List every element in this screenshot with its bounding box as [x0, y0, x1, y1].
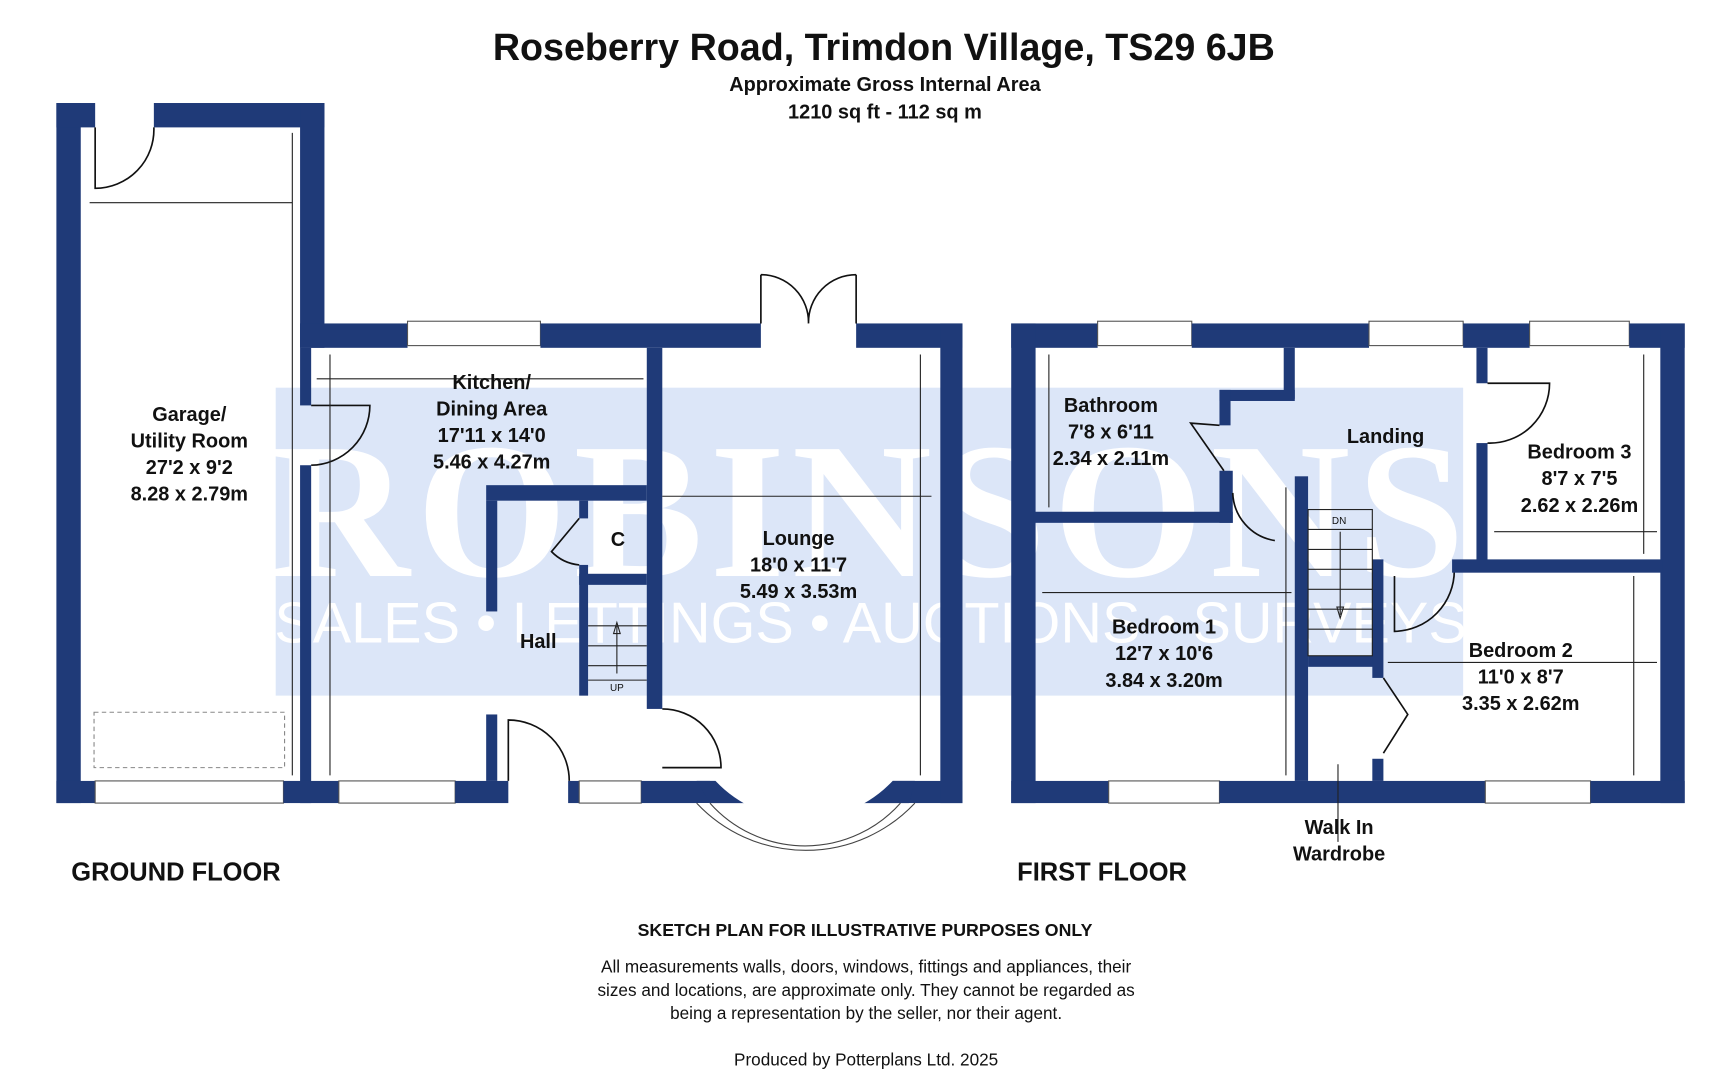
- garage-door-icon: [94, 127, 155, 190]
- area-value: 1210 sq ft - 112 sq m: [788, 102, 982, 124]
- bedroom1-door-icon: [1231, 492, 1275, 542]
- room-garage: Garage/ Utility Room 27'2 x 9'2 8.28 x 2…: [131, 404, 248, 506]
- first-floor-label: FIRST FLOOR: [1017, 859, 1187, 887]
- svg-text:Bedroom 2: Bedroom 2: [1469, 640, 1573, 662]
- stairs-icon: [1307, 508, 1373, 657]
- disclaimer-line-2: sizes and locations, are approximate onl…: [597, 980, 1134, 1000]
- svg-text:Kitchen/: Kitchen/: [452, 372, 531, 394]
- svg-text:17'11 x 14'0: 17'11 x 14'0: [438, 425, 546, 447]
- room-cupboard: C: [611, 529, 625, 551]
- lounge-door-icon: [662, 708, 722, 769]
- svg-text:18'0 x 11'7: 18'0 x 11'7: [750, 555, 847, 577]
- svg-text:5.49 x 3.53m: 5.49 x 3.53m: [740, 581, 857, 603]
- watermark-brand: ROBINSONS: [270, 403, 1472, 618]
- room-lounge: Lounge 18'0 x 11'7 5.49 x 3.53m: [740, 528, 857, 603]
- sketch-notice: SKETCH PLAN FOR ILLUSTRATIVE PURPOSES ON…: [638, 920, 1093, 940]
- svg-text:Bedroom 3: Bedroom 3: [1527, 442, 1631, 464]
- ground-floor-plan: UP: [56, 103, 963, 851]
- area-label: Approximate Gross Internal Area: [729, 74, 1041, 96]
- svg-text:3.35 x 2.62m: 3.35 x 2.62m: [1462, 693, 1579, 715]
- watermark-band: [275, 387, 1464, 696]
- front-door-icon: [507, 719, 571, 781]
- page-title: Roseberry Road, Trimdon Village, TS29 6J…: [493, 26, 1275, 68]
- room-hall: Hall: [520, 631, 557, 653]
- french-doors-icon: [760, 273, 857, 324]
- disclaimer-line-3: being a representation by the seller, no…: [670, 1003, 1062, 1023]
- svg-text:Bedroom 1: Bedroom 1: [1112, 617, 1216, 639]
- stairs-up-label: UP: [610, 683, 624, 694]
- svg-text:11'0 x 8'7: 11'0 x 8'7: [1478, 666, 1564, 688]
- svg-text:3.84 x 3.20m: 3.84 x 3.20m: [1105, 670, 1222, 692]
- svg-text:Dining Area: Dining Area: [436, 398, 548, 420]
- ground-floor-label: GROUND FLOOR: [71, 859, 280, 887]
- room-bathroom: Bathroom 7'8 x 6'11 2.34 x 2.11m: [1053, 395, 1169, 470]
- room-bedroom-3: Bedroom 3 8'7 x 7'5 2.62 x 2.26m: [1521, 442, 1638, 517]
- room-walk-in-wardrobe: Walk In Wardrobe: [1293, 817, 1385, 866]
- room-landing: Landing: [1347, 426, 1424, 448]
- svg-text:8.28 x 2.79m: 8.28 x 2.79m: [131, 484, 248, 506]
- disclaimer-line-1: All measurements walls, doors, windows, …: [601, 957, 1131, 977]
- wardrobe-door-icon: [1382, 677, 1409, 754]
- svg-text:Utility Room: Utility Room: [131, 431, 248, 453]
- svg-text:5.46 x 4.27m: 5.46 x 4.27m: [433, 452, 550, 474]
- svg-text:Wardrobe: Wardrobe: [1293, 844, 1385, 866]
- room-bedroom-2: Bedroom 2 11'0 x 8'7 3.35 x 2.62m: [1462, 640, 1579, 715]
- svg-text:8'7 x 7'5: 8'7 x 7'5: [1541, 468, 1617, 490]
- producer-credit: Produced by Potterplans Ltd. 2025: [734, 1050, 998, 1070]
- room-kitchen: Kitchen/ Dining Area 17'11 x 14'0 5.46 x…: [433, 372, 550, 474]
- bedroom3-door-icon: [1487, 382, 1551, 444]
- garage-internal-door-icon: [311, 404, 371, 467]
- stairs-icon: [588, 620, 647, 681]
- svg-text:27'2 x 9'2: 27'2 x 9'2: [146, 457, 233, 479]
- bedroom2-door-icon: [1393, 570, 1456, 633]
- watermark-services: SALES • LETTINGS • AUCTIONS • SURVEYS: [274, 591, 1466, 655]
- svg-text:Bathroom: Bathroom: [1064, 395, 1158, 417]
- room-bedroom-1: Bedroom 1 12'7 x 10'6 3.84 x 3.20m: [1105, 617, 1222, 692]
- svg-text:2.34 x 2.11m: 2.34 x 2.11m: [1053, 448, 1169, 470]
- bathroom-door-icon: [1188, 422, 1225, 472]
- first-floor-plan: DN: [1011, 320, 1685, 842]
- cupboard-door-icon: [550, 517, 580, 566]
- svg-text:7'8 x 6'11: 7'8 x 6'11: [1068, 422, 1154, 444]
- stairs-down-label: DN: [1332, 516, 1346, 527]
- svg-text:Garage/: Garage/: [152, 404, 227, 426]
- svg-text:Walk In: Walk In: [1305, 817, 1374, 839]
- svg-text:12'7 x 10'6: 12'7 x 10'6: [1115, 643, 1213, 665]
- svg-text:2.62 x 2.26m: 2.62 x 2.26m: [1521, 495, 1638, 517]
- svg-text:Lounge: Lounge: [763, 528, 835, 550]
